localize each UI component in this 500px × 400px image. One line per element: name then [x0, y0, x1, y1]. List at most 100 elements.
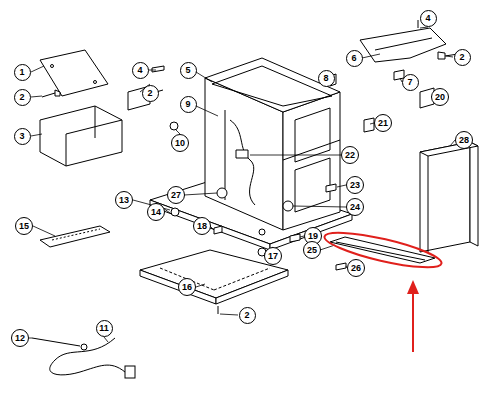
side-plate	[40, 50, 108, 96]
control-cover	[95, 106, 96, 138]
callout-number: 2	[459, 53, 464, 62]
callout-number: 2	[147, 89, 152, 98]
control-cover	[170, 122, 178, 130]
callout-number: 4	[132, 62, 149, 79]
highlight-mark	[322, 226, 444, 352]
leader-line	[337, 185, 346, 187]
top-bracket	[152, 66, 164, 72]
base-plate	[214, 268, 270, 290]
callout-number: 12	[11, 329, 29, 347]
callout-number: 4	[425, 14, 430, 23]
top-bracket	[438, 52, 445, 59]
callout-number: 1	[14, 64, 31, 81]
leader-line	[220, 314, 238, 315]
callout-number: 19	[308, 232, 318, 241]
callout-number: 9	[185, 100, 190, 109]
front-panel	[420, 142, 470, 252]
side-plate	[51, 65, 54, 68]
callout-number: 20	[435, 93, 445, 102]
callout-number: 11	[96, 320, 113, 337]
callout-number: 11	[99, 324, 109, 333]
control-cover	[66, 120, 122, 134]
callout-number: 2	[454, 49, 471, 66]
callout-number: 14	[151, 208, 161, 217]
callout-number: 12	[15, 334, 25, 343]
front-panel	[420, 142, 478, 252]
callout-number: 28	[455, 131, 473, 149]
callout-number: 10	[175, 139, 185, 148]
control-cover	[40, 106, 122, 166]
rail	[290, 234, 300, 242]
callout-number: 21	[378, 119, 388, 128]
callout-number: 24	[350, 203, 360, 212]
cabinet-frame	[283, 140, 340, 160]
callout-number: 8	[323, 74, 328, 83]
callout-number: 26	[347, 259, 365, 277]
side-plate	[40, 50, 108, 97]
highlight-mark	[407, 280, 419, 294]
leader-line	[420, 27, 428, 28]
side-plate	[55, 90, 60, 96]
base-plate	[218, 306, 219, 314]
rail	[214, 226, 222, 234]
leader-line	[250, 155, 341, 156]
rail	[326, 184, 336, 192]
callout-number: 5	[185, 66, 190, 75]
callout-number: 3	[14, 128, 31, 145]
callout-number: 6	[346, 50, 363, 67]
callout-number: 2	[19, 93, 24, 102]
base-plate	[140, 270, 216, 304]
leader-line	[29, 338, 32, 339]
callout-number: 23	[350, 181, 360, 190]
cabinet-frame	[230, 120, 255, 205]
callout-number: 8	[318, 70, 335, 87]
cabinet-frame	[236, 150, 248, 158]
cabinet-frame	[150, 58, 352, 250]
callout-number: 13	[119, 196, 129, 205]
callout-number: 25	[303, 241, 321, 259]
leader-line	[293, 206, 346, 207]
leader-line	[31, 96, 42, 97]
highlight-mark	[412, 292, 414, 352]
callout-number: 6	[351, 54, 356, 63]
callout-number: 4	[137, 66, 142, 75]
cabinet-frame	[217, 188, 227, 198]
leader-line	[362, 54, 380, 58]
callout-number: 22	[345, 151, 355, 160]
callout-number: 27	[167, 186, 185, 204]
callout-number: 26	[351, 264, 361, 273]
strip	[40, 226, 110, 247]
callout-number: 22	[341, 146, 359, 164]
leader-line	[196, 106, 218, 116]
leader-line	[148, 70, 156, 71]
leader-line	[184, 193, 217, 195]
top-bracket	[375, 38, 432, 50]
callout-number: 16	[178, 278, 196, 296]
callout-number: 15	[15, 217, 33, 235]
callout-number: 24	[346, 198, 364, 216]
leader-line	[29, 27, 455, 342]
highlight-mark	[322, 226, 444, 274]
rail	[336, 263, 346, 270]
cabinet-frame	[283, 92, 340, 230]
power-cord	[32, 338, 80, 346]
power-cord	[81, 344, 87, 350]
power-cord	[32, 338, 135, 378]
cabinet-frame	[212, 66, 332, 106]
control-cover	[66, 134, 67, 166]
rail	[214, 184, 435, 270]
callout-number: 14	[147, 203, 165, 221]
callout-number: 18	[197, 222, 207, 231]
callout-number: 16	[182, 283, 192, 292]
cabinet-frame	[225, 110, 226, 200]
leader-line	[31, 134, 42, 136]
leader-line	[446, 56, 453, 57]
callout-number: 23	[346, 176, 364, 194]
side-plate	[94, 81, 97, 84]
power-cord	[50, 338, 125, 375]
cabinet-frame	[259, 229, 265, 235]
strip	[40, 226, 110, 247]
top-bracket	[152, 20, 458, 132]
callout-number: 13	[115, 191, 133, 209]
